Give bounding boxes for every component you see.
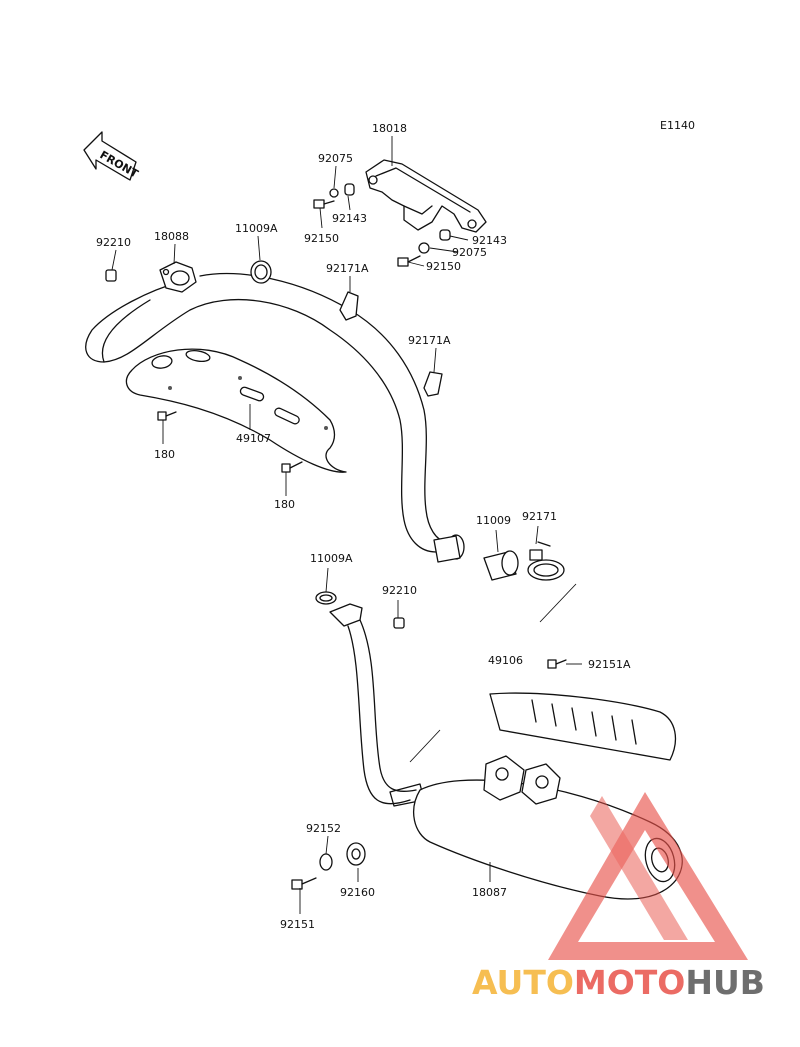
label-92143-right: 92143 <box>472 234 507 247</box>
label-18088: 18088 <box>154 230 189 243</box>
bushing-92160 <box>346 842 366 866</box>
label-18018: 18018 <box>372 122 407 135</box>
label-92160: 92160 <box>340 886 375 899</box>
bolt-92150-top <box>313 199 335 209</box>
clamp-92171A-top <box>339 291 359 321</box>
front-arrow-icon: FRONT <box>83 131 141 181</box>
gasket-11009 <box>483 550 519 581</box>
label-49106: 49106 <box>488 654 523 667</box>
heat-shield-49107 <box>125 348 347 473</box>
watermark-auto: AUTO <box>472 963 574 1002</box>
label-49107: 49107 <box>236 432 271 445</box>
label-180-a: 180 <box>154 448 175 461</box>
bolt-92151A <box>547 659 567 669</box>
label-92171A-mid: 92171A <box>408 334 451 347</box>
svg-text:AUTOMOTOHUB: AUTOMOTOHUB <box>472 963 765 1002</box>
watermark-hub: HUB <box>685 963 765 1002</box>
label-180-b: 180 <box>274 498 295 511</box>
watermark-moto: MOTO <box>574 963 685 1002</box>
heat-shield-49106 <box>489 692 677 761</box>
nut-92075-right <box>418 242 430 254</box>
clamp-92171 <box>527 541 565 581</box>
label-11009: 11009 <box>476 514 511 527</box>
gasket-11009A-low <box>315 591 337 605</box>
washer-92152 <box>319 853 333 871</box>
label-92150-top: 92150 <box>304 232 339 245</box>
bracket-18018 <box>365 159 487 233</box>
label-92150-right: 92150 <box>426 260 461 273</box>
label-18087: 18087 <box>472 886 507 899</box>
label-92075-right: 92075 <box>452 246 487 259</box>
bolt-92151 <box>291 877 317 890</box>
label-11009A-top: 11009A <box>235 222 278 235</box>
clamp-92171A-mid <box>423 371 443 397</box>
label-92151: 92151 <box>280 918 315 931</box>
nut-92210-top <box>105 269 117 282</box>
label-92210-low: 92210 <box>382 584 417 597</box>
gasket-11009A-top <box>250 260 272 284</box>
label-92171A-top: 92171A <box>326 262 369 275</box>
screw-180-a <box>157 411 177 421</box>
screw-180-b <box>281 461 303 473</box>
watermark-logo: AUTOMOTOHUB <box>472 792 765 1002</box>
leader-lines <box>111 136 582 914</box>
nut-92210-low <box>393 617 405 629</box>
label-92152: 92152 <box>306 822 341 835</box>
label-92143-top: 92143 <box>332 212 367 225</box>
nut-92075-top <box>329 188 339 198</box>
collar-92143-top <box>344 183 355 196</box>
diagram-code: E1140 <box>660 119 695 132</box>
label-92151A: 92151A <box>588 658 631 671</box>
watermark-triangle-icon <box>548 792 748 960</box>
label-92075-top: 92075 <box>318 152 353 165</box>
label-92210-top: 92210 <box>96 236 131 249</box>
collar-92143-right <box>439 229 451 241</box>
lower-pipe <box>329 603 425 807</box>
exhaust-pipe-18088 <box>85 261 465 563</box>
label-92171: 92171 <box>522 510 557 523</box>
label-11009A-low: 11009A <box>310 552 353 565</box>
